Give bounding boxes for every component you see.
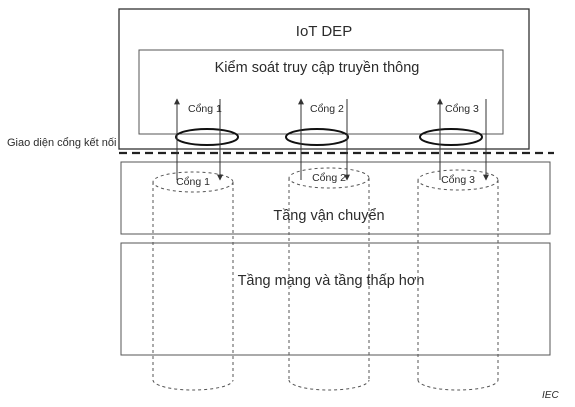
port-2-lower-label: Cổng 2 (312, 172, 346, 184)
port-3-ring (419, 128, 483, 146)
transport-layer-label: Tầng vận chuyển (273, 208, 384, 224)
port-2-ring (285, 128, 349, 146)
access-control-box (138, 49, 504, 135)
interface-label: Giao diện cổng kết nối (7, 137, 116, 149)
access-control-label: Kiểm soát truy cập truyền thông (215, 60, 420, 76)
port-1: Cổng 1 Cổng 1 (152, 98, 239, 380)
port-2: Cổng 2 Cổng 2 (285, 98, 370, 380)
transport-layer-box (120, 161, 551, 235)
port-3-upper-label: Cổng 3 (445, 103, 479, 115)
network-layer-box (120, 242, 551, 356)
port-3-lower-label: Cổng 3 (441, 174, 475, 186)
port-1-lower-label: Cổng 1 (176, 176, 210, 188)
iot-dep-title: IoT DEP (296, 23, 352, 40)
port-3: Cổng 3 Cổng 3 (417, 98, 499, 380)
cylinder-bottoms (152, 379, 499, 391)
port-1-upper-label: Cổng 1 (188, 103, 222, 115)
port-1-ring (175, 128, 239, 146)
iot-dep-box (118, 8, 530, 150)
network-layer-label: Tầng mạng và tầng thấp hơn (238, 273, 425, 289)
port-2-upper-label: Cổng 2 (310, 103, 344, 115)
iec-credit: IEC (542, 390, 559, 401)
